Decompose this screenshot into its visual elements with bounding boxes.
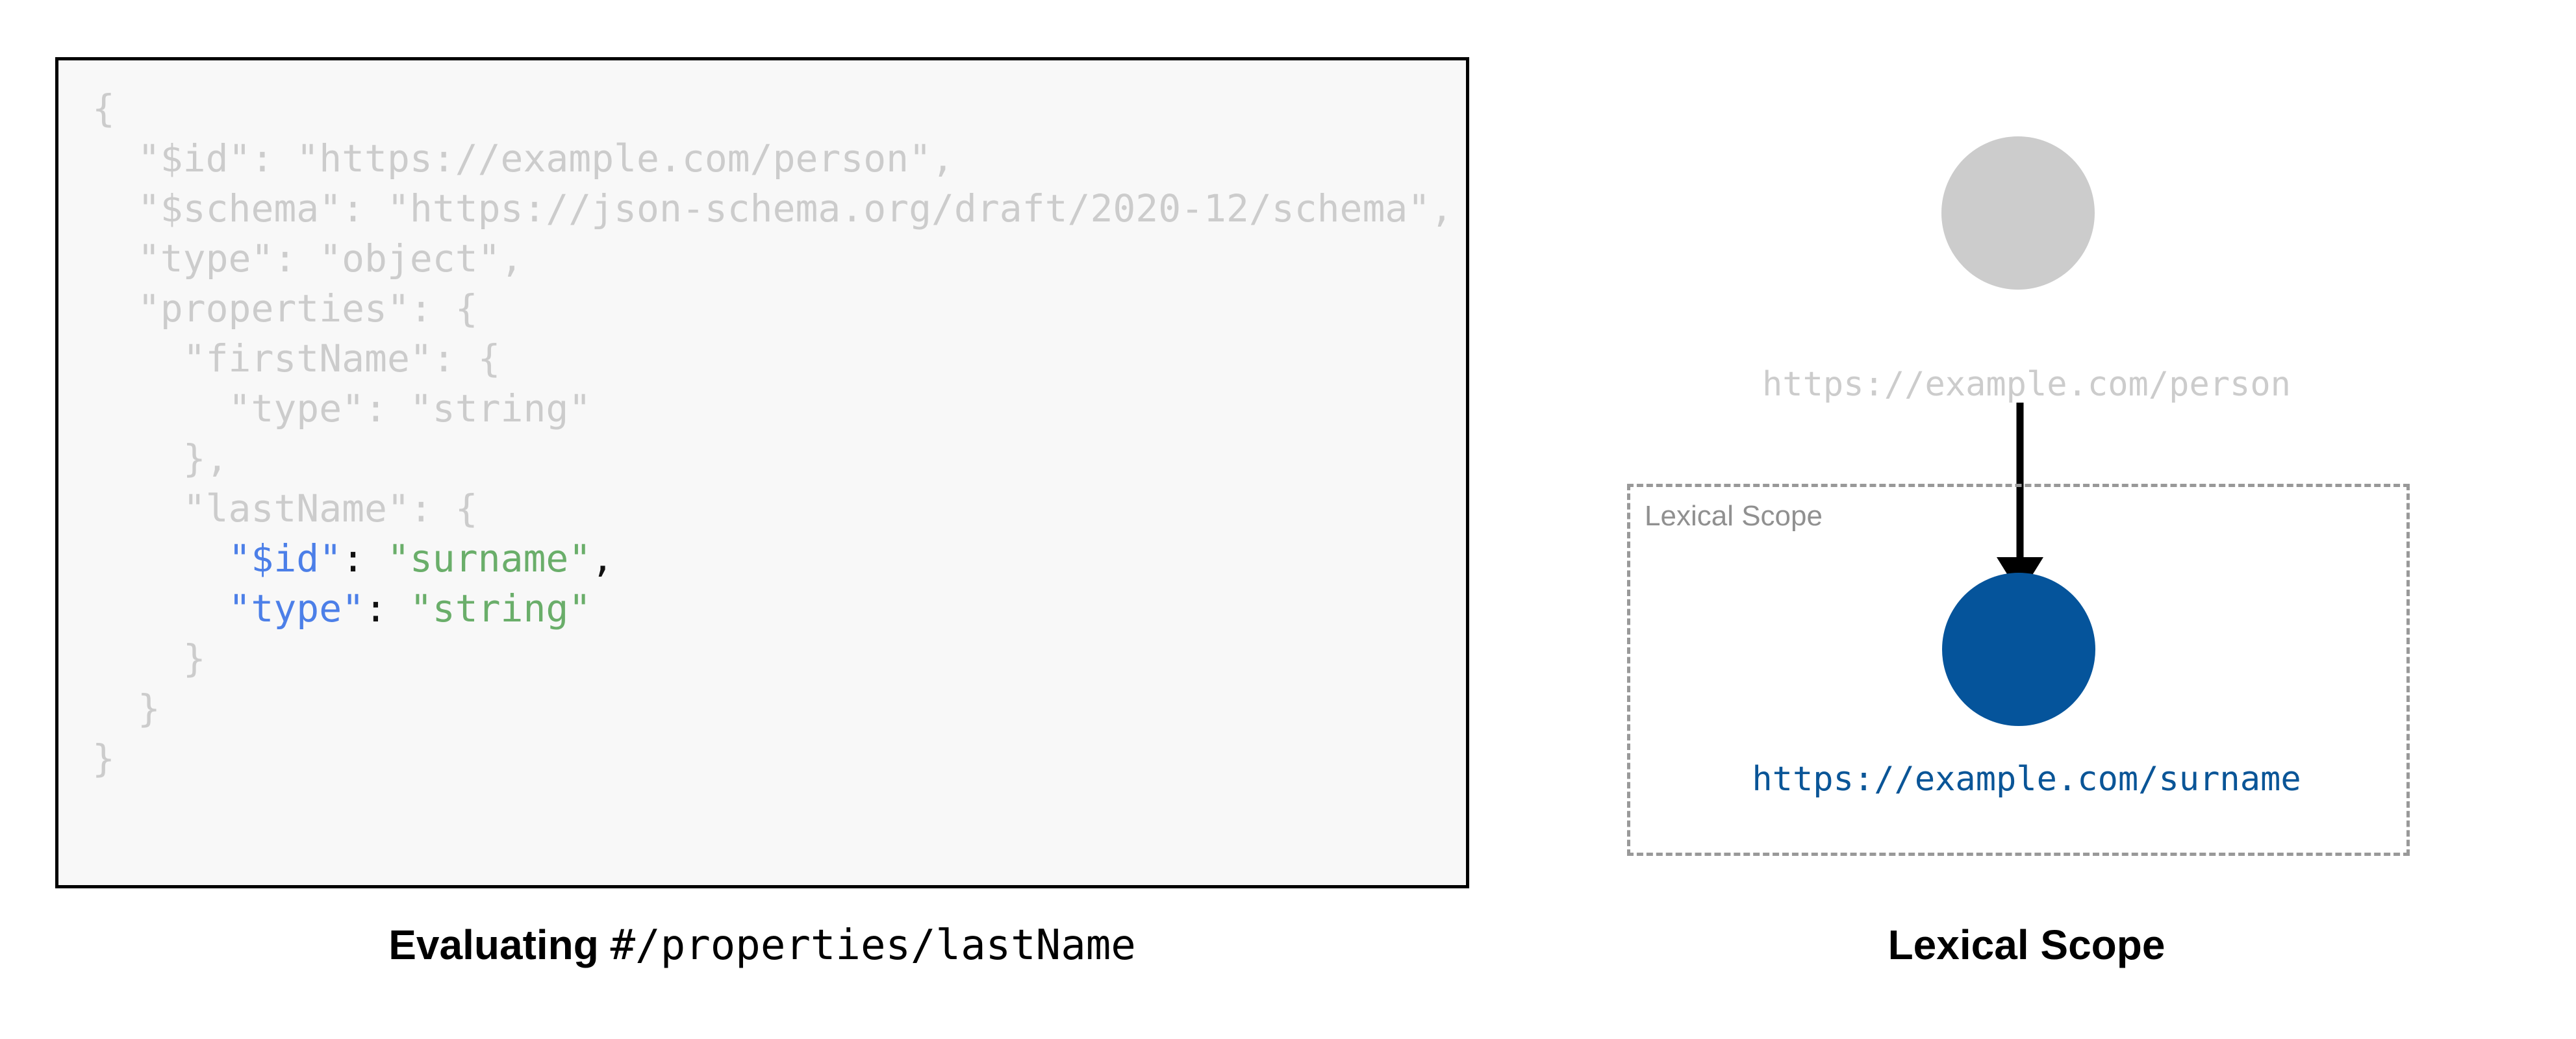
schema-code-block: { "$id": "https://example.com/person", "… xyxy=(92,84,1453,784)
code-line: "$schema": "https://json-schema.org/draf… xyxy=(92,184,1453,234)
code-line: "type": "string" xyxy=(92,384,1453,434)
code-token: : xyxy=(364,586,410,631)
code-line: "type": "object", xyxy=(92,234,1453,284)
code-indent xyxy=(92,436,183,481)
code-line: { xyxy=(92,84,1453,134)
code-token: "surname" xyxy=(386,536,592,581)
code-token: } xyxy=(183,636,206,681)
caption-left-bold: Evaluating xyxy=(388,921,599,968)
caption-right: Lexical Scope xyxy=(1572,921,2481,969)
code-token: : xyxy=(342,536,387,581)
code-token: }, xyxy=(183,436,229,481)
code-token: "firstName": { xyxy=(183,336,501,381)
code-indent xyxy=(92,586,229,631)
parent-node-circle xyxy=(1941,136,2095,290)
code-indent xyxy=(92,286,138,331)
code-line: "lastName": { xyxy=(92,484,1453,534)
code-line: } xyxy=(92,734,1453,784)
caption-left-path: #/properties/lastName xyxy=(610,921,1136,970)
code-line: } xyxy=(92,634,1453,684)
code-token: "$id": "https://example.com/person", xyxy=(137,136,954,181)
schema-code-panel: { "$id": "https://example.com/person", "… xyxy=(55,57,1469,888)
code-indent xyxy=(92,386,229,431)
code-indent xyxy=(92,636,183,681)
code-line: }, xyxy=(92,434,1453,484)
code-line: "type": "string" xyxy=(92,584,1453,634)
code-token: } xyxy=(92,736,115,781)
code-line: "firstName": { xyxy=(92,334,1453,384)
code-indent xyxy=(92,136,138,181)
lexical-scope-diagram: https://example.com/person Lexical Scope… xyxy=(1572,52,2481,890)
lexical-scope-box xyxy=(1627,484,2410,856)
code-line: } xyxy=(92,684,1453,734)
caption-right-bold: Lexical Scope xyxy=(1888,921,2166,968)
code-token: { xyxy=(92,86,115,131)
code-token: "type" xyxy=(228,586,365,631)
lexical-scope-box-label: Lexical Scope xyxy=(1645,500,1823,532)
code-indent xyxy=(92,186,138,231)
code-indent xyxy=(92,536,229,581)
parent-node-label: https://example.com/person xyxy=(1762,365,2291,404)
code-indent xyxy=(92,686,138,731)
code-token: , xyxy=(591,536,614,581)
code-line: "properties": { xyxy=(92,284,1453,334)
code-indent xyxy=(92,336,183,381)
code-indent xyxy=(92,236,138,281)
code-line: "$id": "https://example.com/person", xyxy=(92,134,1453,184)
child-node-label: https://example.com/surname xyxy=(1752,760,2301,799)
code-token: } xyxy=(137,686,160,731)
code-indent xyxy=(92,486,183,531)
caption-left: Evaluating #/properties/lastName xyxy=(55,921,1469,970)
code-token: "$id" xyxy=(228,536,342,581)
code-token: "type": "object", xyxy=(137,236,524,281)
code-token: "$schema": "https://json-schema.org/draf… xyxy=(137,186,1454,231)
child-node-circle xyxy=(1942,573,2095,726)
code-token: "lastName": { xyxy=(183,486,478,531)
code-token: "properties": { xyxy=(137,286,478,331)
code-line: "$id": "surname", xyxy=(92,534,1453,584)
code-token: "string" xyxy=(409,586,592,631)
code-token: "type": "string" xyxy=(228,386,592,431)
